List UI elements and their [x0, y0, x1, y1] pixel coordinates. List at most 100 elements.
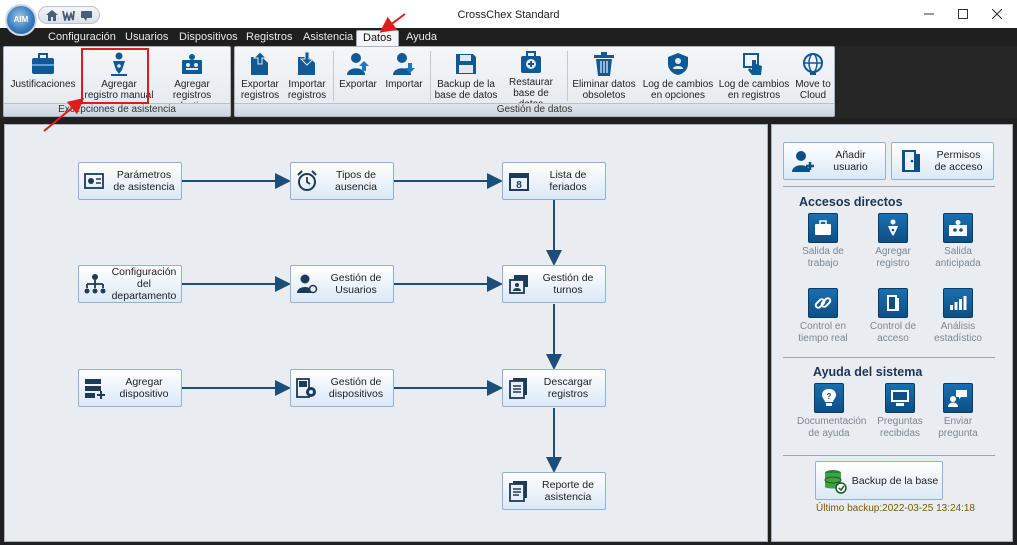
- enviar-pregunta-label: Enviar pregunta: [938, 416, 978, 439]
- pen-nib-icon: [106, 51, 132, 77]
- restaurar-base-datos-button[interactable]: Restaurar base de datos: [500, 49, 562, 110]
- salida-trabajo-shortcut[interactable]: Salida de trabajo: [792, 213, 854, 270]
- report-doc-icon: [507, 479, 531, 503]
- tab-usuarios[interactable]: Usuarios: [125, 31, 169, 43]
- descargar-registros-button[interactable]: Descargar registros: [502, 369, 606, 407]
- importar-registros-button[interactable]: Importar registros: [283, 49, 331, 105]
- side-divider: [783, 186, 995, 187]
- ribbon: Justificaciones Agregar registro manual …: [0, 46, 1017, 118]
- maximize-button[interactable]: [948, 4, 978, 24]
- user-import-icon: [391, 51, 417, 77]
- gestion-usuarios-label: Gestión de Usuarios: [330, 272, 382, 296]
- calendar-icon: 8: [507, 169, 531, 193]
- move-to-cloud-button[interactable]: Move to Cloud: [791, 49, 835, 105]
- gestion-dispositivos-button[interactable]: Gestión de dispositivos: [290, 369, 394, 407]
- ribbon-separator: [333, 51, 334, 101]
- tab-registros[interactable]: Registros: [246, 31, 293, 43]
- side-divider: [783, 357, 995, 358]
- anadir-usuario-label: Añadir usuario: [833, 149, 868, 173]
- chat-icon[interactable]: [79, 9, 93, 21]
- device-gear-icon: [295, 376, 319, 400]
- briefcase-icon: [30, 51, 56, 77]
- log-cambios-registros-button[interactable]: Log de cambios en registros: [717, 49, 791, 105]
- globe-icon: [800, 51, 826, 77]
- svg-text:8: 8: [516, 180, 522, 191]
- floppy-disk-icon: [453, 51, 479, 77]
- justificaciones-button[interactable]: Justificaciones: [8, 49, 78, 105]
- gestion-turnos-button[interactable]: Gestión de turnos: [502, 265, 606, 303]
- tab-configuracion[interactable]: Configuración: [48, 31, 116, 43]
- agregar-registros-colectivos-button[interactable]: Agregar registros colectivos: [154, 49, 230, 112]
- salida-anticipada-label: Salida anticipada: [935, 246, 981, 269]
- server-add-icon: [83, 376, 107, 400]
- documentacion-ayuda-shortcut[interactable]: ? Documentación de ayuda: [797, 383, 867, 440]
- database-sync-icon: [822, 468, 848, 494]
- home-icon[interactable]: [45, 9, 59, 21]
- documentacion-ayuda-label: Documentación de ayuda: [797, 416, 867, 439]
- exportar-registros-button[interactable]: Exportar registros: [237, 49, 283, 105]
- title-bar: CrossChex Standard: [0, 0, 1017, 28]
- importar-label: Importar: [385, 79, 423, 90]
- add-user-icon: [790, 148, 816, 174]
- control-acceso-shortcut[interactable]: Control de acceso: [862, 288, 924, 345]
- group-excepciones: Justificaciones Agregar registro manual …: [3, 46, 231, 117]
- importar-registros-label: Importar registros: [287, 79, 327, 101]
- descargar-registros-label: Descargar registros: [543, 376, 593, 400]
- tipos-ausencia-button[interactable]: Tipos de ausencia: [290, 162, 394, 200]
- backup-base-datos-button[interactable]: Backup de la base de datos: [434, 49, 498, 105]
- analisis-estadistico-shortcut[interactable]: Análisis estadístico: [927, 288, 989, 345]
- help-bulb-icon: ?: [814, 383, 844, 413]
- side-divider: [783, 455, 995, 456]
- agregar-registro-manual-label: Agregar registro manual: [84, 79, 154, 101]
- export-doc-icon: [247, 51, 273, 77]
- agregar-registro-shortcut[interactable]: Agregar registro: [862, 213, 924, 270]
- eliminar-datos-obsoletos-button[interactable]: Eliminar datos obsoletos: [571, 49, 637, 105]
- import-doc-icon: [294, 51, 320, 77]
- ribbon-separator: [430, 51, 431, 101]
- group-gestion-datos-label: Gestión de datos: [235, 103, 834, 116]
- app-logo[interactable]: AIM: [5, 4, 37, 36]
- control-acceso-label: Control de acceso: [869, 321, 917, 344]
- permisos-acceso-button[interactable]: Permisos de acceso: [891, 142, 994, 180]
- agregar-dispositivo-button[interactable]: Agregar dispositivo: [78, 369, 182, 407]
- parametros-asistencia-label: Parámetros de asistencia: [113, 169, 175, 193]
- link-icon: [808, 288, 838, 318]
- last-backup-status: Último backup:2022-03-25 13:24:18: [816, 503, 975, 514]
- enviar-pregunta-shortcut[interactable]: Enviar pregunta: [927, 383, 989, 440]
- anadir-usuario-button[interactable]: Añadir usuario: [783, 142, 886, 180]
- analisis-estadistico-label: Análisis estadístico: [934, 321, 982, 344]
- tab-asistencia[interactable]: Asistencia: [303, 31, 354, 43]
- log-cambios-opciones-button[interactable]: Log de cambios en opciones: [639, 49, 717, 105]
- gestion-usuarios-button[interactable]: Gestión de Usuarios: [290, 265, 394, 303]
- door-icon: [898, 148, 924, 174]
- control-tiempo-real-shortcut[interactable]: Control en tiempo real: [792, 288, 854, 345]
- move-to-cloud-label: Move to Cloud: [795, 79, 831, 101]
- salida-anticipada-shortcut[interactable]: Salida anticipada: [927, 213, 989, 270]
- permisos-acceso-label: Permisos de acceso: [934, 149, 983, 173]
- importar-button[interactable]: Importar: [381, 49, 427, 105]
- lista-feriados-button[interactable]: 8 Lista de feriados: [502, 162, 606, 200]
- backup-base-datos-label: Backup de la base de datos: [434, 79, 498, 101]
- log-cambios-registros-label: Log de cambios en registros: [718, 79, 790, 101]
- user-gear-icon: [295, 272, 319, 296]
- tab-dispositivos[interactable]: Dispositivos: [179, 31, 238, 43]
- configuracion-departamento-label: Configuración del departamento: [111, 266, 177, 302]
- exportar-button[interactable]: Exportar: [335, 49, 381, 105]
- svg-text:?: ?: [827, 392, 832, 401]
- reporte-asistencia-button[interactable]: Reporte de asistencia: [502, 472, 606, 510]
- preguntas-recibidas-shortcut[interactable]: Preguntas recibidas: [869, 383, 931, 440]
- configuracion-departamento-button[interactable]: Configuración del departamento: [78, 265, 182, 303]
- user-export-icon: [345, 51, 371, 77]
- reporte-asistencia-label: Reporte de asistencia: [542, 479, 594, 503]
- parametros-asistencia-button[interactable]: Parámetros de asistencia: [78, 162, 182, 200]
- lista-feriados-label: Lista de feriados: [549, 169, 587, 193]
- minimize-button[interactable]: [914, 4, 944, 24]
- tab-datos[interactable]: Datos: [356, 30, 399, 46]
- backup-base-button[interactable]: Backup de la base: [815, 461, 943, 500]
- tab-ayuda[interactable]: Ayuda: [406, 31, 437, 43]
- close-button[interactable]: [982, 4, 1012, 24]
- wave-icon[interactable]: [62, 9, 76, 21]
- agregar-registro-manual-button[interactable]: Agregar registro manual: [82, 49, 156, 105]
- pen-nib-icon: [878, 213, 908, 243]
- gestion-turnos-label: Gestión de turnos: [542, 272, 594, 296]
